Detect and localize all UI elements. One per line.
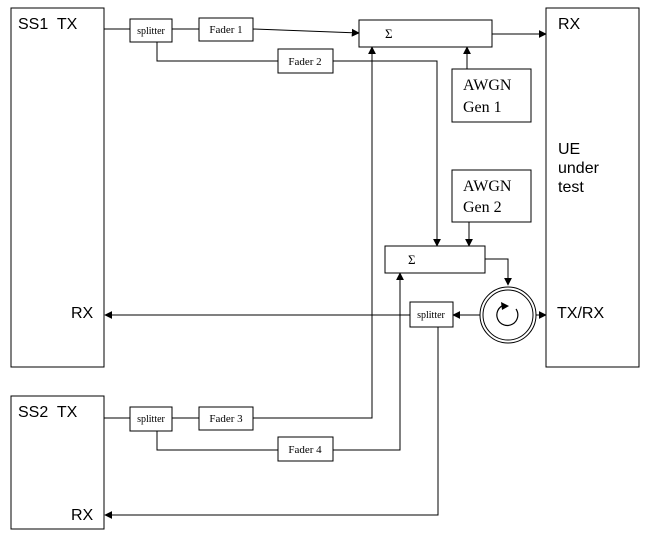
awgn-generator-1: AWGN Gen 1 <box>451 68 532 123</box>
ss2-block: SS2 TX RX <box>10 395 105 530</box>
ss2-tx-label: SS2 TX <box>18 404 78 421</box>
splitter-3: splitter <box>129 406 173 432</box>
fader-1: Fader 1 <box>198 17 254 42</box>
awgn-2-line2: Gen 2 <box>463 199 502 216</box>
splitter-1: splitter <box>129 18 173 43</box>
signal-paths <box>104 28 547 519</box>
ue-name-line1: UE <box>558 141 580 158</box>
fader-1-label: Fader 1 <box>209 24 242 36</box>
fader-4: Fader 4 <box>277 436 334 462</box>
splitter-2-label: splitter <box>417 310 445 321</box>
summer-1: Σ <box>358 19 493 48</box>
wire-fader3-to-sum1 <box>253 46 376 419</box>
awgn-2-line1: AWGN <box>463 178 512 195</box>
wire-fader4-to-sum2 <box>333 272 404 451</box>
wire-fader2-to-sum2 <box>333 60 441 247</box>
ss2-rx-label: RX <box>71 507 94 524</box>
ue-name-line3: test <box>558 179 584 196</box>
circulator-arrowhead-icon <box>501 302 509 310</box>
wire-fader1-to-sum1 <box>252 28 360 37</box>
fader-3-label: Fader 3 <box>209 413 243 425</box>
summer-2: Σ <box>384 245 486 274</box>
ss1-block: SS1 TX RX <box>10 7 105 368</box>
ss1-rx-label: RX <box>71 305 94 322</box>
splitter-3-label: splitter <box>137 414 165 425</box>
splitter-2: splitter <box>409 301 454 328</box>
circulator-rotation-icon <box>496 304 519 327</box>
awgn-generator-2: AWGN Gen 2 <box>451 169 532 223</box>
wire-splitter1-to-fader2 <box>156 42 278 62</box>
fader-2: Fader 2 <box>277 48 334 74</box>
wire-splitter3-to-fader4 <box>156 431 278 451</box>
awgn-1-line1: AWGN <box>463 77 512 94</box>
circulator-outer-ring <box>479 286 537 344</box>
ue-block: RX UE under test TX/RX <box>545 7 640 368</box>
circulator <box>479 286 537 344</box>
wire-sum2-to-circulator <box>485 258 512 286</box>
ss1-tx-label: SS1 TX <box>18 16 78 33</box>
fader-4-label: Fader 4 <box>288 444 322 456</box>
splitter-1-label: splitter <box>137 26 165 37</box>
ue-txrx-label: TX/RX <box>557 305 604 322</box>
fader-3: Fader 3 <box>198 406 254 431</box>
fader-2-label: Fader 2 <box>288 56 321 68</box>
summer-1-symbol: Σ <box>385 26 393 41</box>
summer-2-symbol: Σ <box>408 252 416 267</box>
awgn-1-line2: Gen 1 <box>463 99 502 116</box>
wire-splitter2-to-ss2-rx <box>104 327 439 519</box>
circulator-inner-ring <box>482 289 534 341</box>
ue-name-line2: under <box>558 160 600 177</box>
ue-rx-label: RX <box>558 16 581 33</box>
